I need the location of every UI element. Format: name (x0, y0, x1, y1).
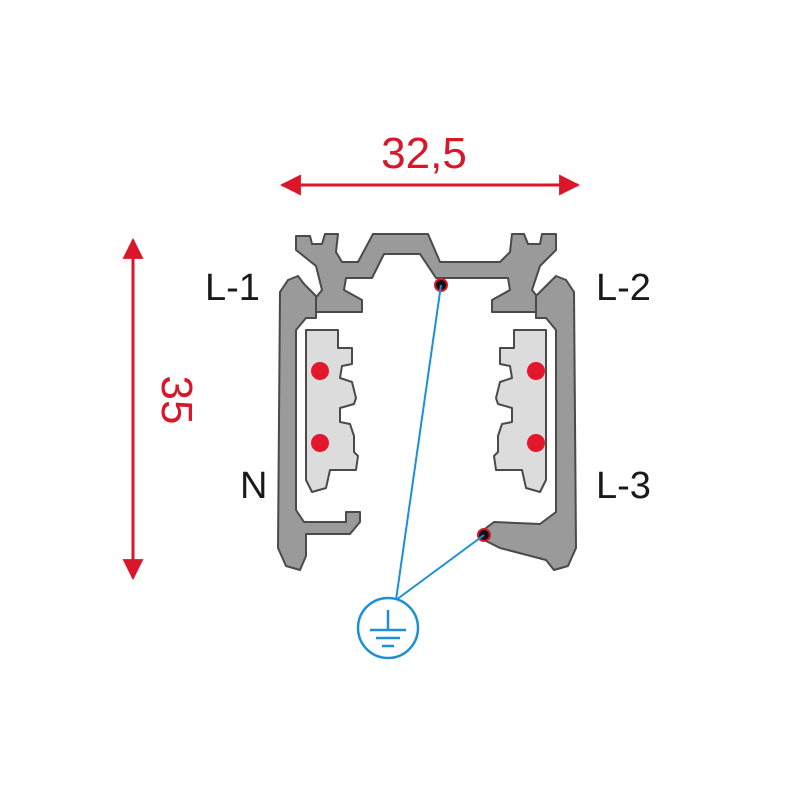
conductor-l1 (311, 362, 329, 380)
height-dimension-value: 35 (152, 376, 201, 425)
phase-labels: L-1 L-2 L-3 N (205, 267, 651, 507)
conductor-l2 (527, 362, 545, 380)
profile-right-wall (483, 275, 577, 571)
right-insulator (493, 329, 547, 493)
label-l2: L-2 (596, 267, 651, 309)
earth-line-top (395, 284, 442, 601)
label-l1: L-1 (205, 267, 260, 309)
conductor-n (311, 434, 329, 452)
label-neutral: N (240, 465, 267, 507)
conductors (311, 362, 545, 452)
width-dimension-value: 32,5 (381, 129, 467, 178)
label-l3: L-3 (596, 465, 651, 507)
profile-left-wall (277, 275, 361, 571)
height-dimension: 35 (122, 237, 201, 581)
earth-connection (356, 278, 491, 660)
earth-ground-icon (356, 596, 420, 660)
profile-top-bridge (295, 233, 557, 313)
earth-line-bottom (395, 534, 485, 601)
track-profile (277, 233, 577, 571)
conductor-l3 (527, 434, 545, 452)
width-dimension: 32,5 (279, 129, 581, 196)
left-insulator (305, 329, 359, 493)
